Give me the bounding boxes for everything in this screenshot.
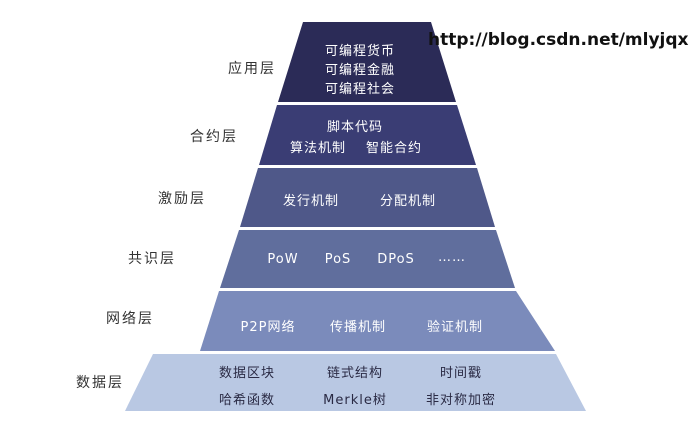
band-application <box>278 22 456 102</box>
layer-item: PoS <box>324 252 352 267</box>
band-contract <box>259 105 476 165</box>
layer-item: 发行机制 <box>282 194 340 209</box>
layer-item: P2P网络 <box>240 320 296 335</box>
layer-item: DPoS <box>377 252 415 267</box>
band-incentive <box>240 168 495 227</box>
layer-item: 非对称加密 <box>425 393 497 408</box>
layer-item: …… <box>438 250 466 265</box>
layer-item: 智能合约 <box>365 141 423 156</box>
layer-item: Merkle树 <box>323 393 387 408</box>
layer-item: 可编程金融 <box>324 63 396 78</box>
layer-label-data: 数据层 <box>76 375 124 391</box>
layer-item: PoW <box>267 252 299 267</box>
layer-label-incentive: 激励层 <box>158 191 206 207</box>
layer-item: 可编程社会 <box>324 82 396 97</box>
watermark-url: http://blog.csdn.net/mlyjqx <box>428 30 689 50</box>
layer-item: 分配机制 <box>379 194 437 209</box>
layer-item: 传播机制 <box>329 320 387 335</box>
layer-item: 验证机制 <box>426 320 484 335</box>
layer-label-consensus: 共识层 <box>128 251 176 267</box>
layer-label-network: 网络层 <box>106 311 154 327</box>
layer-item: 时间戳 <box>439 366 483 381</box>
layer-item: 哈希函数 <box>218 393 276 408</box>
layer-label-contract: 合约层 <box>190 129 238 145</box>
layer-label-application: 应用层 <box>228 61 276 77</box>
band-network <box>200 291 555 351</box>
layer-item: 脚本代码 <box>326 120 384 135</box>
layer-item: 数据区块 <box>218 366 276 381</box>
layer-item: 链式结构 <box>326 366 384 381</box>
band-data <box>125 354 586 411</box>
band-consensus <box>220 230 515 288</box>
layer-item: 可编程货币 <box>324 44 396 59</box>
layer-item: 算法机制 <box>289 141 347 156</box>
